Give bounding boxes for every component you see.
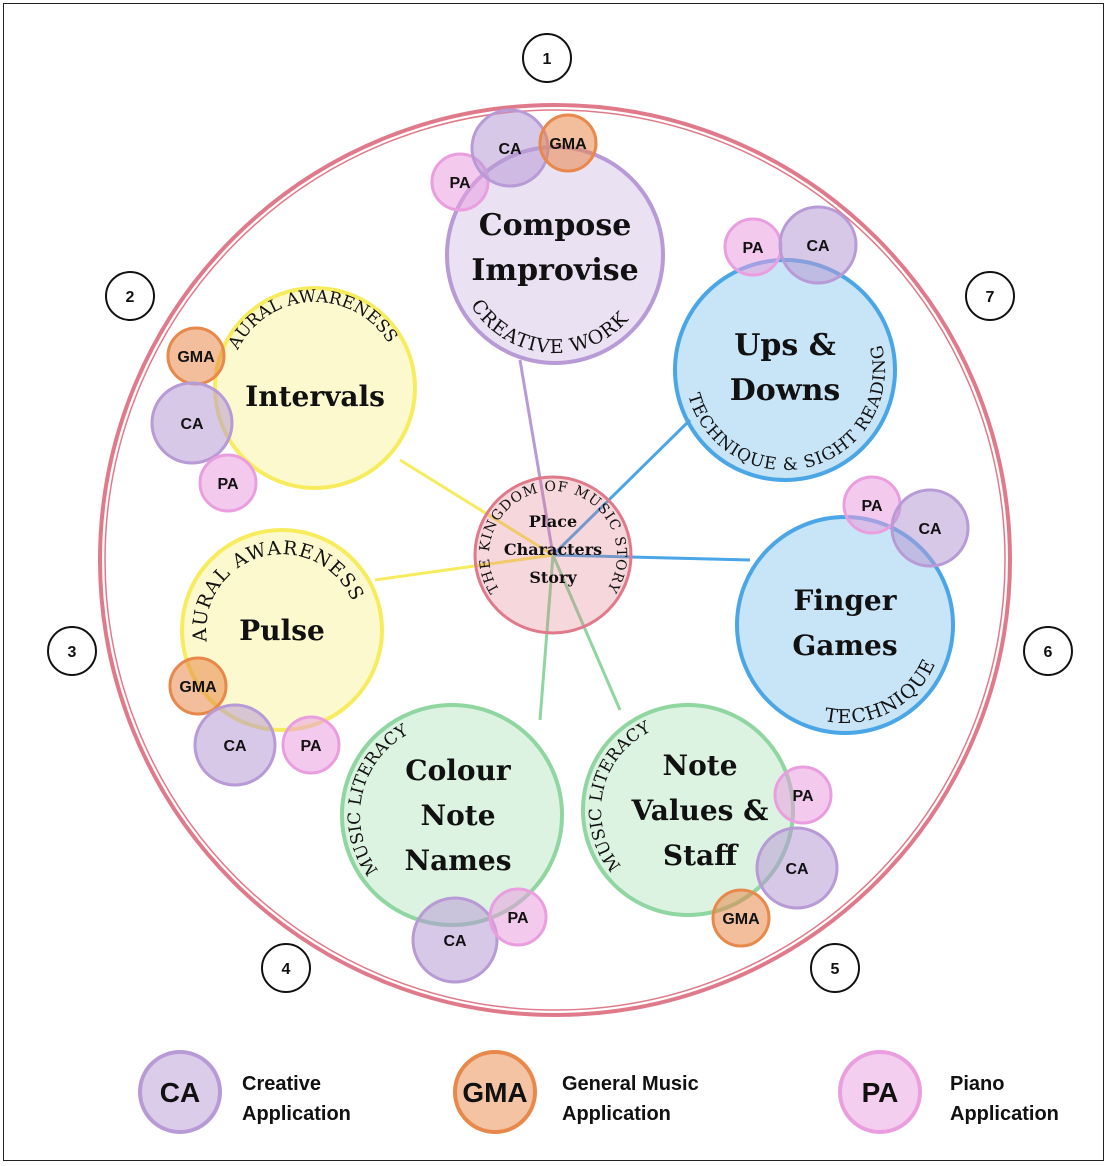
connector-intervals: [399, 458, 554, 557]
module-title-line: Note: [662, 749, 737, 782]
badge-label: PA: [742, 240, 763, 257]
diagram-frame: [3, 3, 1104, 1161]
connector-finger-games: [552, 553, 751, 562]
legend-label: General Music: [562, 1073, 699, 1095]
module-title-line: Values &: [631, 794, 769, 827]
number-label: 1: [543, 51, 552, 68]
badge-circle-pa: [488, 887, 548, 947]
legend-badge: GMA: [462, 1077, 527, 1108]
badge-circle-ca: [755, 826, 839, 910]
connector-compose: [518, 359, 555, 556]
module-title-line: Compose: [479, 208, 632, 243]
number-label: 2: [126, 289, 135, 306]
legend-label: Creative: [242, 1073, 321, 1095]
number-label: 4: [282, 961, 291, 978]
module-title-line: Staff: [663, 839, 739, 872]
module-title-line: Finger: [793, 584, 897, 617]
center-line: Story: [529, 568, 577, 587]
badge-label: PA: [507, 910, 528, 927]
module-title-line: Intervals: [245, 380, 385, 413]
legend-label: Application: [950, 1103, 1059, 1125]
badge-label: CA: [180, 416, 204, 433]
badge-label: PA: [861, 498, 882, 515]
badge-label: CA: [918, 521, 942, 538]
module-circle-pulse: [180, 528, 384, 732]
connector-pulse: [374, 553, 554, 582]
badge-circle-ca: [411, 896, 499, 984]
connector-ups-downs: [551, 418, 692, 557]
badge-label: GMA: [549, 136, 587, 153]
module-title-line: Pulse: [239, 614, 325, 647]
badge-circle-pa: [281, 715, 341, 775]
badge-circle-ca: [778, 205, 858, 285]
legend-badge: CA: [160, 1077, 200, 1108]
number-marker-7: [965, 271, 1015, 321]
module-title-line: Colour: [405, 754, 512, 787]
number-marker-4: [261, 943, 311, 993]
badge-circle-gma: [168, 656, 228, 716]
center-line: Characters: [504, 540, 602, 559]
badge-circle-ca: [193, 703, 277, 787]
center-circle: [473, 475, 633, 635]
number-marker-3: [47, 626, 97, 676]
module-title-line: Downs: [730, 373, 841, 408]
badge-label: CA: [223, 738, 247, 755]
module-circle-intervals: [213, 286, 417, 490]
badge-label: GMA: [722, 911, 760, 928]
module-title-line: Note: [420, 799, 495, 832]
badge-label: PA: [792, 788, 813, 805]
number-marker-5: [810, 943, 860, 993]
legend-circle-pa: [838, 1050, 922, 1134]
outer-ring-inner: [104, 109, 1006, 1011]
badge-label: GMA: [179, 679, 217, 696]
legend-circle-ca: [138, 1050, 222, 1134]
legend-label: Application: [562, 1103, 671, 1125]
badge-label: PA: [449, 175, 470, 192]
badge-label: CA: [806, 238, 830, 255]
badge-circle-pa: [773, 765, 833, 825]
connector-colour-note-names: [538, 554, 555, 721]
badge-circle-pa: [198, 453, 258, 513]
number-label: 6: [1044, 644, 1053, 661]
badge-circle-pa: [430, 152, 490, 212]
legend-label: Piano: [950, 1073, 1004, 1095]
badge-label: CA: [498, 141, 522, 158]
legend-badge: PA: [862, 1077, 899, 1108]
module-title-line: Ups &: [734, 328, 836, 363]
badge-circle-ca: [890, 488, 970, 568]
module-circle-ups-downs: [673, 258, 897, 482]
number-label: 3: [68, 644, 77, 661]
module-title-line: Improvise: [471, 253, 638, 288]
badge-label: PA: [300, 738, 321, 755]
legend-circle-gma: [453, 1050, 537, 1134]
module-title-line: Games: [792, 629, 897, 662]
center-line: Place: [529, 512, 577, 531]
badge-label: GMA: [177, 349, 215, 366]
module-title-line: Names: [405, 844, 512, 877]
badge-circle-gma: [711, 888, 771, 948]
number-label: 7: [986, 289, 995, 306]
badge-label: CA: [443, 933, 467, 950]
badge-circle-gma: [538, 113, 598, 173]
module-circle-finger-games: [735, 515, 955, 735]
legend-label: Application: [242, 1103, 351, 1125]
connector-note-values-staff: [551, 554, 622, 711]
badge-label: PA: [217, 476, 238, 493]
number-marker-6: [1023, 626, 1073, 676]
badge-label: CA: [785, 861, 809, 878]
number-marker-2: [105, 271, 155, 321]
number-label: 5: [831, 961, 840, 978]
outer-ring: [98, 103, 1012, 1017]
number-marker-1: [522, 33, 572, 83]
badge-circle-ca: [150, 381, 234, 465]
